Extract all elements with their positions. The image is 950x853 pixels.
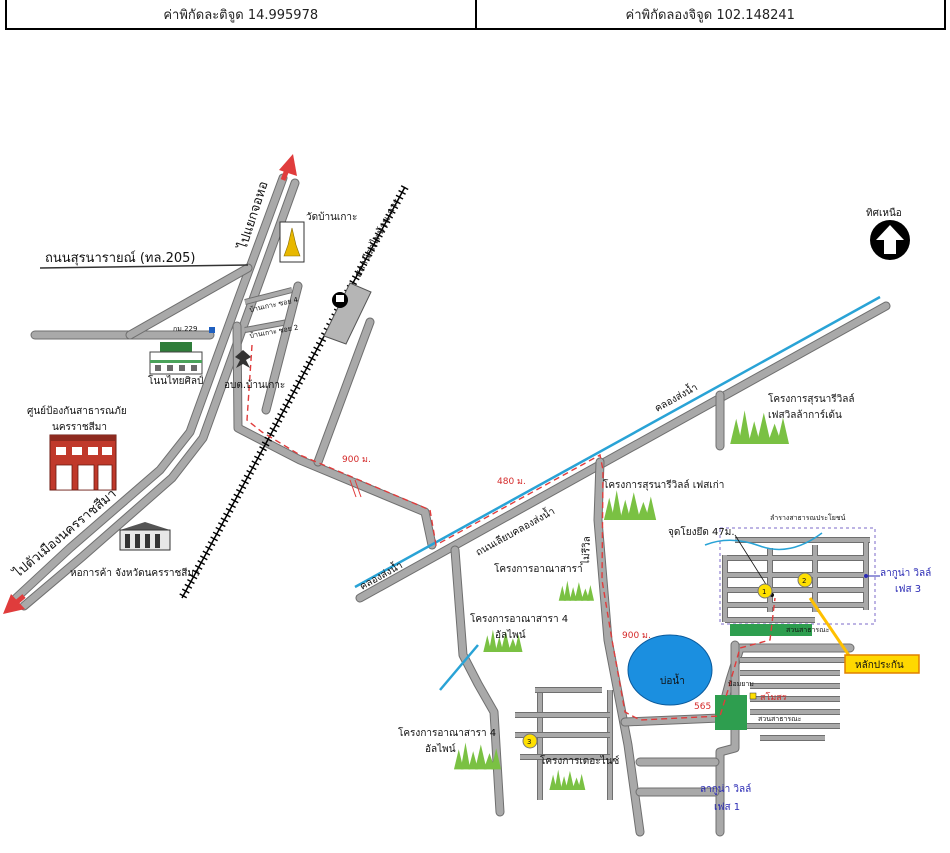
distance-565: 565 bbox=[694, 702, 711, 712]
km229-label: กม.229 bbox=[173, 325, 197, 333]
temple-label: วัดบ้านเกาะ bbox=[306, 211, 357, 223]
old-phase-label: โครงการสุรนารีวิลล์ เฟสเก่า bbox=[603, 478, 724, 491]
collateral-label: หลักประกัน bbox=[855, 660, 904, 671]
anchor-point-label: จุดโยงยึด 47ม. bbox=[668, 525, 735, 538]
north-arrow-icon bbox=[870, 220, 910, 260]
laguna1-grid bbox=[740, 657, 845, 741]
anasara-label: โครงการอาณาสารา bbox=[494, 562, 583, 575]
route-break-mark-2 bbox=[354, 479, 362, 498]
train-station bbox=[323, 282, 372, 345]
the-nice-label: โครงการเดอะไนซ์ bbox=[540, 754, 620, 767]
creek-label: ลำรางสาธารณประโยชน์ bbox=[770, 513, 846, 522]
laguna3-label-1: ลากูน่า วิลล์ bbox=[880, 567, 931, 579]
school-building-icon bbox=[149, 342, 203, 375]
collateral-box bbox=[844, 654, 920, 674]
garuda-emblem-icon bbox=[235, 350, 251, 368]
garden-project-label-1: โครงการสุรนารีวิลล์ bbox=[768, 392, 855, 405]
creek-line bbox=[704, 532, 823, 551]
anasara4-a-label-1: โครงการอาณาสารา 4 bbox=[470, 612, 568, 625]
suranarai-road-line bbox=[39, 264, 249, 269]
pond bbox=[627, 634, 713, 706]
laguna3-label-2: เฟส 3 bbox=[895, 584, 921, 595]
distance-480: 480 ม. bbox=[497, 477, 526, 487]
collateral-pointer-line bbox=[808, 597, 852, 658]
disaster-center-label-1: ศูนย์ป้องกันสาธารณภัย bbox=[27, 405, 127, 417]
park-2-label: สวนสาธารณะ bbox=[758, 715, 802, 723]
disaster-center-label-2: นครราชสีมา bbox=[52, 421, 107, 433]
sao-road bbox=[237, 326, 432, 545]
the-nice-grid bbox=[515, 687, 610, 760]
canal-branch bbox=[439, 644, 479, 691]
side-soi-label: ไม่รีวิล bbox=[580, 536, 593, 566]
route-dashed-line bbox=[246, 344, 776, 721]
latitude-cell: ค่าพิกัดละติจูด 14.995978 bbox=[163, 7, 319, 23]
anasara4-a-label-2: อัลไพน์ bbox=[495, 629, 526, 641]
marker-1: 1 bbox=[757, 583, 773, 599]
station-label: สถานีรถไฟบ้านเกาะ bbox=[352, 196, 402, 279]
laguna3-grid bbox=[719, 527, 876, 625]
garden-project-label-2: เฟสวิลล้าการ์เด้น bbox=[768, 409, 842, 421]
park-1-label: สวนสาธารณะ bbox=[786, 626, 830, 634]
north-label: ทิศเหนือ bbox=[866, 207, 902, 219]
guard-label: ป้อมยาม bbox=[728, 680, 754, 688]
marker-3-label: 3 bbox=[527, 738, 531, 746]
km-marker-icon bbox=[209, 327, 215, 333]
park-2-area bbox=[715, 695, 747, 730]
longitude-cell: ค่าพิกัดลองจิจูด 102.148241 bbox=[474, 0, 945, 28]
irrigation-canal bbox=[354, 295, 881, 589]
marker-1-label: 1 bbox=[762, 588, 766, 596]
temple-icon bbox=[279, 221, 305, 263]
marker-2-label: 2 bbox=[802, 577, 806, 585]
chamber-label: หอการค้า จังหวัดนครราชสีมา bbox=[70, 567, 200, 579]
suranarai-road-label: ถนนสุรนารายณ์ (ทล.205) bbox=[45, 250, 195, 266]
club-label: สโมสร bbox=[760, 692, 787, 703]
fire-station-icon bbox=[49, 434, 117, 491]
distance-900-b: 900 ม. bbox=[622, 631, 651, 641]
anasara4-b-label-1: โครงการอาณาสารา 4 bbox=[398, 726, 496, 739]
coordinates-table: ค่าพิกัดละติจูด 14.995978 ค่าพิกัดลองจิจ… bbox=[5, 0, 946, 30]
canal-side-road bbox=[360, 306, 886, 598]
marker-2: 2 bbox=[797, 572, 813, 588]
marker-3: 3 bbox=[522, 733, 538, 749]
distance-900-a: 900 ม. bbox=[342, 455, 371, 465]
tree-cluster-anasara bbox=[558, 580, 594, 601]
club-icon bbox=[749, 692, 757, 700]
school-label: โนนไทยศิลป์ bbox=[148, 374, 203, 387]
laguna1-label-2: เฟส 1 bbox=[714, 802, 740, 813]
railway bbox=[178, 185, 409, 600]
route-break-mark-1 bbox=[349, 479, 357, 498]
to-city-arrow bbox=[3, 594, 25, 614]
tree-cluster-old-phase bbox=[603, 490, 657, 520]
anasara4-b-label-2: อัลไพน์ bbox=[425, 743, 456, 755]
chamber-building-icon bbox=[119, 522, 171, 551]
sao-label: อบต.บ้านเกาะ bbox=[224, 379, 285, 391]
tree-cluster-the-nice bbox=[549, 769, 586, 790]
laguna1-label-1: ลากูน่า วิลล์ bbox=[700, 783, 751, 795]
pond-label: บ่อน้ำ bbox=[660, 673, 685, 687]
to-jorhor-arrow bbox=[279, 154, 297, 176]
